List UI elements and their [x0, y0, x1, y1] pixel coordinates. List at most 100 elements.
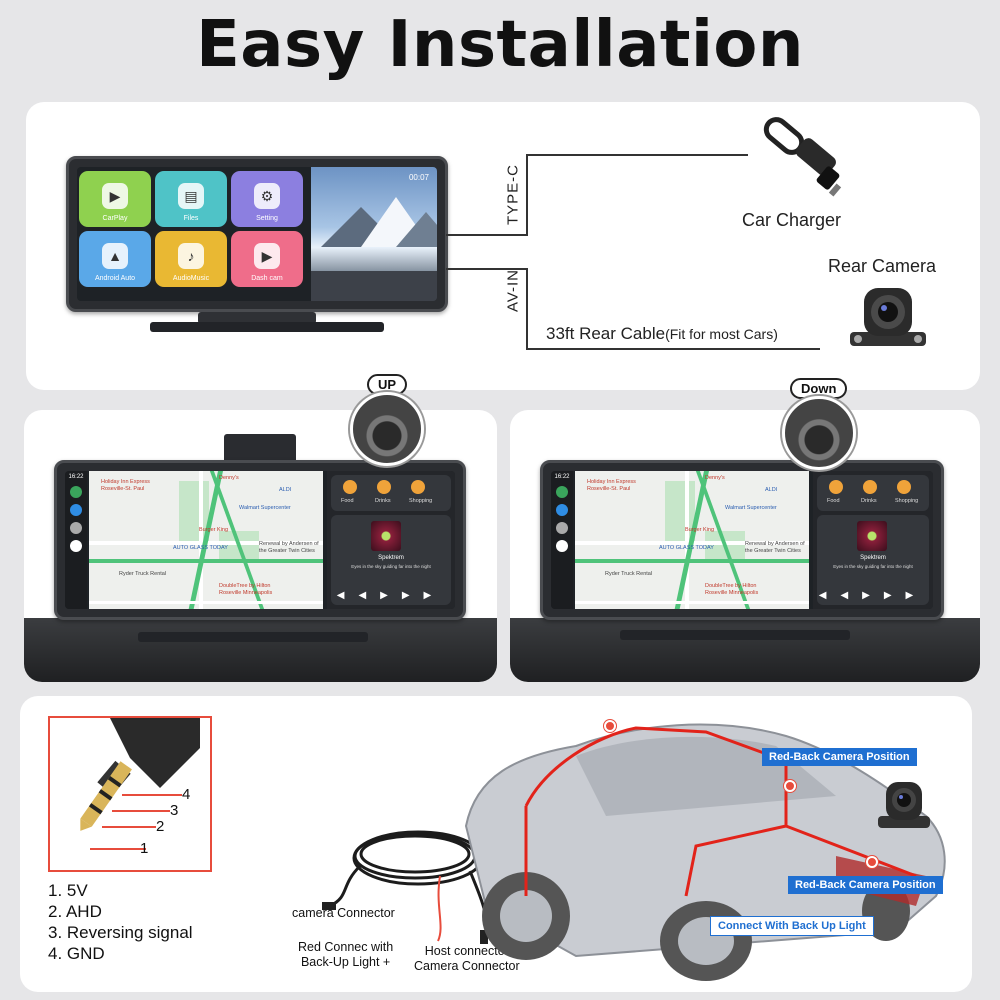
app-tile-label: CarPlay	[102, 215, 128, 222]
drinks-icon[interactable]	[863, 480, 877, 494]
app-tile-setting[interactable]: ⚙Setting	[231, 171, 303, 227]
map-place-label[interactable]: Roseville Minneapolis	[219, 590, 273, 596]
music-icon: ♪	[178, 243, 204, 269]
android-auto-icon: ▲	[102, 243, 128, 269]
mount-down-camera-icon	[782, 396, 856, 470]
drinks-icon[interactable]	[377, 480, 391, 494]
song-title: Spektrem	[378, 555, 404, 561]
map-place-label[interactable]: Roseville-St. Paul	[587, 486, 631, 492]
playback-controls[interactable]: ◀◀▶▶▶	[818, 590, 928, 601]
mountain-wallpaper: 00:07	[311, 167, 437, 301]
car-rear-camera-icon	[878, 782, 930, 828]
pin-legend-item: 1. 5V	[48, 881, 88, 900]
rear-camera-label: Rear Camera	[828, 256, 937, 276]
map-place-label[interactable]: Holiday Inn Express	[587, 479, 636, 485]
waze-icon[interactable]	[70, 504, 82, 516]
map-place-label[interactable]: Ryder Truck Rental	[119, 571, 167, 577]
app-tile-label: Dash cam	[251, 275, 283, 282]
pin-number-3: 3	[170, 802, 179, 819]
car-charger-icon	[763, 117, 842, 197]
map-place-label[interactable]: Denny's	[705, 475, 725, 481]
carplay-sidebar: 16:22	[65, 471, 87, 609]
map-place-label[interactable]: Renewal by Andersen of	[259, 541, 319, 547]
map-place-label[interactable]: Ryder Truck Rental	[605, 571, 653, 577]
pin-number-1: 1	[140, 840, 149, 857]
map-place-label[interactable]: Renewal by Andersen of	[745, 541, 805, 547]
rear-camera-icon	[850, 288, 926, 346]
map-place-label[interactable]: Roseville Minneapolis	[705, 590, 759, 596]
pin-legend: 1. 5V 2. AHD 3. Reversing signal 4. GND	[48, 880, 193, 964]
red-connector-label: Red Connec with Back-Up Light +	[298, 940, 394, 969]
widget-label: Shopping	[895, 498, 919, 504]
home-icon[interactable]	[70, 540, 82, 552]
mount-down-label: Down	[790, 378, 848, 399]
maps-icon[interactable]	[556, 486, 568, 498]
app-tile-dash-cam[interactable]: ▶Dash cam	[231, 231, 303, 287]
widget-label: Drinks	[375, 498, 391, 504]
app-tile-label: Files	[183, 215, 199, 222]
map-road	[89, 601, 323, 604]
app-tile-files[interactable]: ▤Files	[155, 171, 227, 227]
rear-cable-label: 33ft Rear Cable(Fit for most Cars)	[546, 324, 778, 344]
map-place-label[interactable]: ALDI	[279, 487, 292, 493]
map-place-label[interactable]: AUTO GLASS TODAY	[659, 545, 714, 551]
type-c-port-label: TYPE-C	[504, 164, 522, 226]
food-icon[interactable]	[343, 480, 357, 494]
map-place-label[interactable]: Walmart Supercenter	[239, 505, 291, 511]
map-place-label[interactable]: Burger King	[199, 527, 229, 533]
av-in-port-label: AV-IN	[504, 268, 522, 313]
map-place-label[interactable]: AUTO GLASS TODAY	[173, 545, 228, 551]
map-place-label[interactable]: the Greater Twin Cities	[259, 548, 315, 554]
map-place-label[interactable]: the Greater Twin Cities	[745, 548, 801, 554]
head-unit-device: ▶CarPlay▤Files⚙Setting ▲ Android Auto ♪Audi…	[66, 156, 448, 312]
app-tile-carplay[interactable]: ▶CarPlay	[79, 171, 151, 227]
rear-cable-length: 33ft Rear Cable	[546, 324, 666, 343]
camera-connector-label: camera Connector	[292, 906, 395, 920]
map-place-label[interactable]: ALDI	[765, 487, 778, 493]
map-place-label[interactable]: Walmart Supercenter	[725, 505, 777, 511]
settings-icon[interactable]	[556, 522, 568, 534]
home-icon[interactable]	[556, 540, 568, 552]
food-icon[interactable]	[829, 480, 843, 494]
map-road	[575, 601, 809, 604]
host-connector-label: Host connector Camera Connector	[414, 944, 520, 973]
map-place-label[interactable]: Holiday Inn Express	[101, 479, 150, 485]
widget-label: Food	[827, 498, 840, 504]
map-road	[665, 481, 695, 541]
back-camera-position-tag-2: Red-Back Camera Position	[788, 876, 943, 894]
map-place-label[interactable]: DoubleTree by Hilton	[705, 583, 757, 589]
settings-icon[interactable]	[70, 522, 82, 534]
shopping-icon[interactable]	[411, 480, 425, 494]
map-place-label[interactable]: Burger King	[685, 527, 715, 533]
waze-icon[interactable]	[556, 504, 568, 516]
app-tile-label: Setting	[256, 215, 278, 222]
app-tile-label: Android Auto	[94, 275, 136, 282]
installation-overview-panel: ▶CarPlay▤Files⚙Setting ▲ Android Auto ♪Audi…	[26, 102, 980, 390]
map-place-label[interactable]: Denny's	[219, 475, 239, 481]
pin-legend-item: 2. AHD	[48, 902, 102, 921]
pin-number-2: 2	[156, 818, 165, 835]
map-place-label[interactable]: Roseville-St. Paul	[101, 486, 145, 492]
car-dashboard	[510, 618, 980, 682]
album-art	[857, 521, 887, 551]
map-place-label[interactable]: DoubleTree by Hilton	[219, 583, 271, 589]
shopping-icon[interactable]	[897, 480, 911, 494]
maps-icon[interactable]	[70, 486, 82, 498]
app-tile-audiomusic[interactable]: ♪AudioMusic	[155, 231, 227, 287]
playback-controls[interactable]: ◀◀▶▶▶	[336, 590, 446, 601]
carplay-time: 16:22	[554, 474, 570, 480]
app-tile-android-auto[interactable]: ▲ Android Auto	[79, 231, 151, 287]
map-road	[685, 471, 689, 609]
page-title: Easy Installation	[196, 8, 804, 82]
album-art	[371, 521, 401, 551]
carplay-time: 16:22	[68, 474, 84, 480]
